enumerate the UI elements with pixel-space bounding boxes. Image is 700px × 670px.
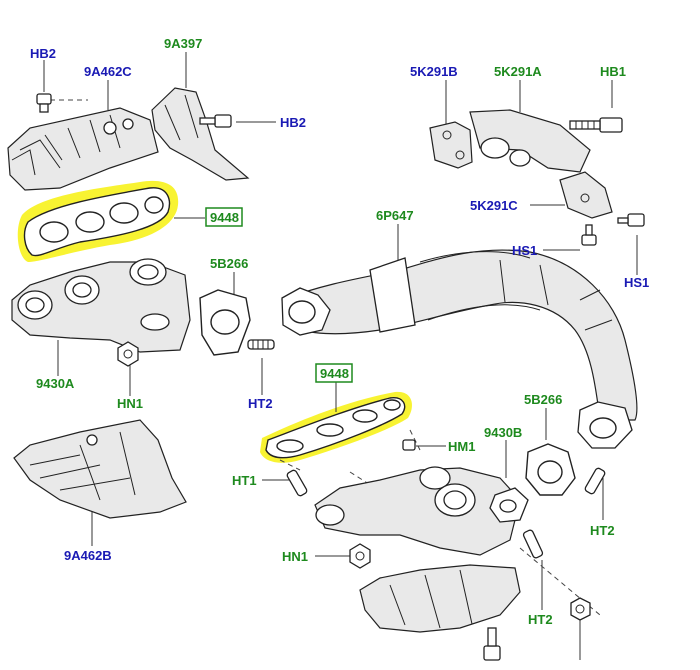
labels: HB2 9A462C 9A397 HB2 5K291B 5K291A HB1 5… [30,36,649,627]
bracket-5k291c [559,171,613,219]
heat-shield-9a462b [13,419,187,519]
bolt-bottom [483,627,501,661]
code-box-upper [205,207,243,227]
bolt-hb2-top [36,93,52,113]
manifold-9430a [11,258,191,353]
label-ht2-right: HT2 [590,523,615,538]
stud-ht1 [286,469,308,497]
bolt-hb1 [569,117,623,133]
label-hn1-bottom: HN1 [282,549,308,564]
label-5b266-right: 5B266 [524,392,562,407]
label-ht2-mid: HT2 [248,396,273,411]
label-ht2-bottom: HT2 [528,612,553,627]
stud-ht2-bottom [522,529,544,559]
label-9448-lower: 9448 [320,366,349,381]
label-9a462b: 9A462B [64,548,112,563]
label-hs1-right: HS1 [624,275,649,290]
label-9448-upper: 9448 [210,210,239,225]
label-hb2-top: HB2 [30,46,56,61]
heat-shield-9a462c [7,107,159,191]
label-5b266-left: 5B266 [210,256,248,271]
bolt-hb2-right [199,114,232,128]
bolt-hs1-left [581,224,597,246]
nut-hn1-bottom [349,543,371,569]
bracket-5k291a [469,109,591,173]
stud-ht2-right [584,467,606,495]
stud-hm1 [402,439,416,451]
heat-shield-9a397 [151,87,250,181]
label-5k291c: 5K291C [470,198,518,213]
bracket-5k291b [429,121,473,169]
manifold-9430b [314,466,529,556]
gasket-5b266-right [525,443,576,496]
nut-hn1-left [117,341,139,367]
label-9a462c: 9A462C [84,64,132,79]
gasket-9448-lower [265,397,406,459]
gasket-5b266-left [199,289,251,356]
label-hb2-right: HB2 [280,115,306,130]
stud-ht2-mid [247,339,275,350]
label-9a397: 9A397 [164,36,202,51]
heat-shield-bottom [359,564,521,633]
label-5k291b: 5K291B [410,64,458,79]
label-hn1-left: HN1 [117,396,143,411]
nut-bottom-right [570,597,591,621]
label-hs1-left: HS1 [512,243,537,258]
downpipe-6p647 [281,249,638,449]
label-ht1: HT1 [232,473,257,488]
gasket-9448-upper [23,187,171,257]
code-box-lower [315,363,353,383]
label-9430a: 9430A [36,376,75,391]
label-hm1: HM1 [448,439,475,454]
label-9430b: 9430B [484,425,522,440]
label-6p647: 6P647 [376,208,414,223]
bolt-hs1-right [617,213,645,227]
label-5k291a: 5K291A [494,64,542,79]
label-hb1: HB1 [600,64,626,79]
leader-lines [43,52,638,660]
